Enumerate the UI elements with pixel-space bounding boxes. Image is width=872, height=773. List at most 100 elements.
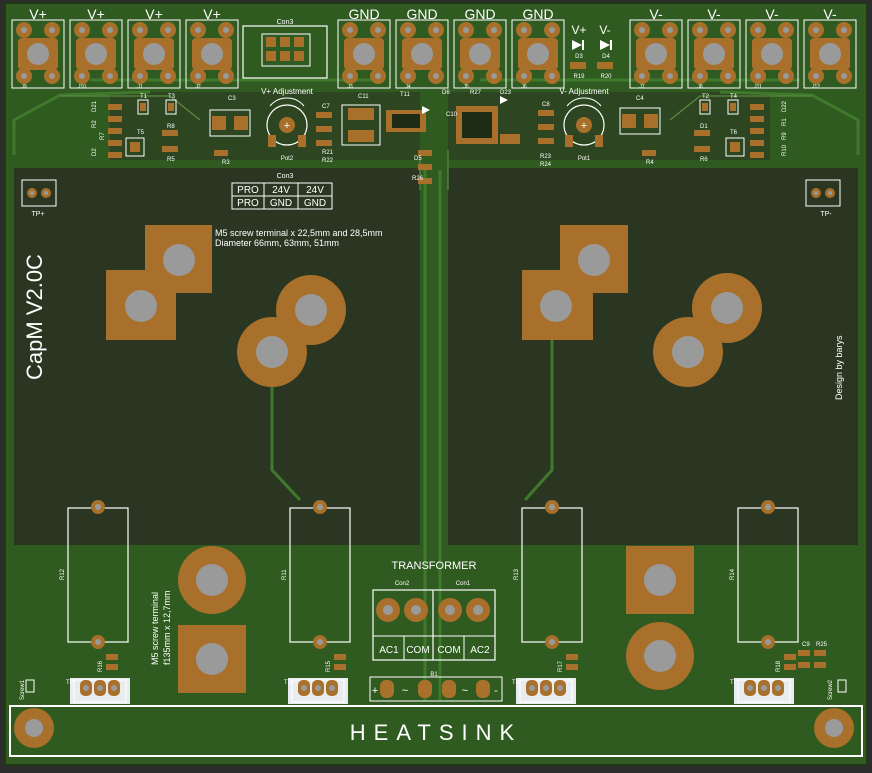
- terminal-ref: J2: [195, 84, 201, 90]
- svg-text:+: +: [284, 120, 290, 132]
- con1-ref: Con1: [456, 581, 471, 587]
- ref-r26: R26: [412, 176, 424, 182]
- ref-d1: R10: [782, 144, 788, 156]
- terminal-ref: J6: [521, 84, 527, 90]
- vplus-adjust-label: V+ Adjustment: [261, 87, 314, 96]
- ref-r10: D1: [700, 124, 708, 130]
- top-pour: [110, 92, 420, 160]
- ref-r17: R17: [558, 660, 564, 672]
- ref-r21: R21: [322, 150, 334, 156]
- heatsink-label: HEATSINK: [350, 720, 522, 745]
- ref-c4: C4: [636, 96, 644, 102]
- terminal-label: V+: [87, 6, 105, 22]
- terminal-j11: V-J11: [745, 6, 799, 90]
- terminal-label: V-: [823, 6, 837, 22]
- transistor-ref: T8: [512, 680, 520, 686]
- ref-d22: D22: [782, 100, 788, 112]
- conn-label-com1: COM: [406, 645, 429, 656]
- terminal-ref: J4: [405, 84, 411, 90]
- pot2-ref: Pot2: [281, 156, 294, 162]
- resistor-ref: R12: [60, 568, 66, 580]
- m5-center-note-2: Diameter 66mm, 63mm, 51mm: [215, 238, 339, 248]
- right-power-pour: [448, 168, 858, 545]
- con3-table-ref: Con3: [277, 173, 294, 180]
- left-power-pour: [14, 168, 420, 545]
- ref-r6: R6: [700, 157, 708, 163]
- ref-c8: C8: [542, 102, 550, 108]
- ref-t6: T6: [730, 130, 738, 136]
- bottom-right-m5: [626, 546, 694, 690]
- conn-label-com2: COM: [437, 645, 460, 656]
- screw2-ref: Screw2: [828, 679, 834, 700]
- con3-cell: PRO: [237, 198, 259, 209]
- terminal-ref: J3: [347, 84, 353, 90]
- transistor-t9: T9: [66, 678, 130, 704]
- terminal-j8: V-J8: [687, 6, 741, 90]
- mount-hole-left: [14, 708, 54, 748]
- ref-c11: C11: [358, 94, 369, 100]
- ref-r27: R27: [470, 90, 482, 96]
- ref-t1: T1: [140, 94, 148, 100]
- mount-hole-right: [814, 708, 854, 748]
- m5-center-note-1: M5 screw terminal x 22,5mm and 28,5mm: [215, 228, 383, 238]
- resistor-r14: R14: [730, 500, 799, 649]
- terminal-ref: J7: [639, 84, 645, 90]
- led-vplus-label: V+: [571, 23, 586, 37]
- right-smd-cluster: [619, 99, 764, 158]
- ref-c10: C10: [446, 112, 458, 118]
- conn-label-ac1: AC1: [379, 645, 399, 656]
- resistor-ref: R11: [282, 569, 288, 580]
- terminal-label: V+: [203, 6, 221, 22]
- terminal-ref: J9: [21, 84, 27, 90]
- con3-cell: 24V: [272, 185, 290, 196]
- screw2-symbol: [837, 679, 847, 693]
- ref-r22: R22: [322, 158, 334, 164]
- transformer-connectors: [372, 589, 496, 661]
- top-terminals: V+J9V+J10V+J1V+J2GNDJ3GNDJ4GNDJ5GNDJ6V-J…: [11, 6, 857, 90]
- terminal-ref: J11: [754, 84, 762, 90]
- ref-t4: T4: [730, 94, 738, 100]
- left-capacitor-pads: [106, 225, 346, 387]
- designer-label: Design by barys: [834, 335, 844, 400]
- ref-d21: D21: [92, 100, 98, 112]
- ref-r24: R24: [540, 162, 552, 168]
- ref-d6: D6: [442, 90, 450, 96]
- tp-plus-label: TP+: [31, 211, 44, 218]
- bottom-left-m5: [178, 546, 246, 693]
- ref-t2: T2: [702, 94, 710, 100]
- tp-minus-label: TP-: [820, 211, 832, 218]
- terminal-ref: J10: [78, 84, 86, 90]
- terminal-label: V+: [29, 6, 47, 22]
- ref-d23: D23: [500, 90, 512, 96]
- transistor-ref: T9: [66, 680, 74, 686]
- ref-r25: R25: [816, 642, 828, 648]
- ref-r4: R4: [646, 160, 654, 166]
- pot2: +: [266, 97, 308, 147]
- terminal-j12: V-J12: [803, 6, 857, 90]
- ref-r18: R18: [776, 660, 782, 672]
- tp-plus: [21, 179, 57, 207]
- ref-c9: C9: [802, 642, 810, 648]
- resistor-ref: R13: [514, 568, 520, 580]
- center-smd-cluster: [316, 96, 554, 184]
- con3-ref: Con3: [277, 19, 294, 26]
- top-pour-right: [448, 92, 770, 160]
- board-title: CapM V2.0C: [22, 254, 47, 380]
- vminus-adjust-label: V- Adjustment: [559, 87, 609, 96]
- transistor-t7: T7: [730, 678, 794, 704]
- pot1-ref: Pot1: [578, 156, 591, 162]
- ref-d3: D3: [575, 54, 583, 60]
- ref-d4: D4: [602, 54, 610, 60]
- terminal-ref: J8: [697, 84, 703, 90]
- ref-r1: R1: [782, 118, 788, 126]
- terminal-j1: V+J1: [127, 6, 181, 90]
- right-capacitor-pads: [522, 225, 762, 387]
- ref-t3: T3: [168, 94, 176, 100]
- terminal-j10: V+ J10: [69, 6, 123, 90]
- con3-connector: Con3: [242, 19, 328, 79]
- led-vminus-label: V-: [599, 23, 610, 37]
